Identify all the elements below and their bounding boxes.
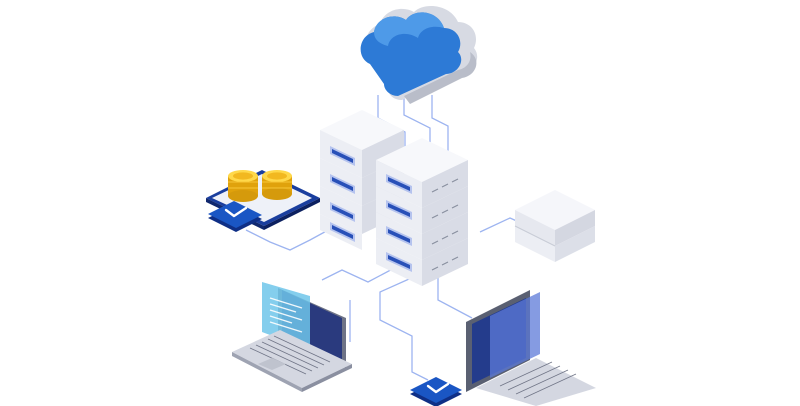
server-stack-front (376, 138, 468, 286)
server-unit (376, 186, 468, 234)
server-unit (376, 238, 468, 286)
keyboard (499, 361, 577, 399)
server-unit (376, 212, 468, 260)
coins-tablet (206, 170, 320, 230)
checkmark-badge-icon (208, 201, 262, 232)
connection-lines (245, 92, 529, 381)
cloud-icon (360, 6, 478, 104)
server-stack-back (320, 110, 404, 250)
screen-text-lines (269, 297, 303, 333)
storage-box-icon (514, 190, 595, 262)
monitor-icon (466, 290, 596, 406)
server-unit (320, 110, 404, 178)
server-unit (376, 160, 468, 208)
laptop-icon (232, 282, 352, 392)
server-unit (320, 214, 362, 250)
keyboard (249, 335, 331, 375)
coins-icon (228, 170, 292, 202)
checkmark-badge-icon (410, 377, 462, 406)
